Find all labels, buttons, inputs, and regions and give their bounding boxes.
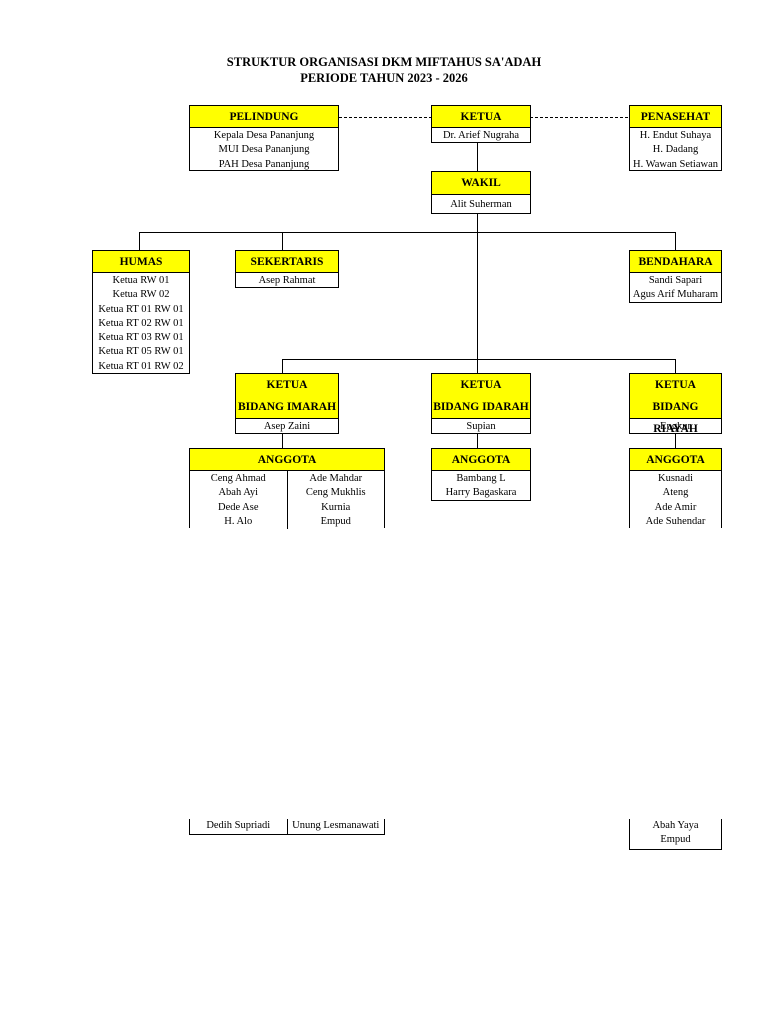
member-name: Asep Zaini [263,421,311,432]
member-name: Kusnadi [658,473,693,484]
member-name: Ketua RW 01 [112,275,170,286]
bidang-idarah-box: KETUA BIDANG IDARAH Supian [431,373,531,434]
bidang-imarah-head: Asep Zaini [236,419,338,434]
member-name: Ceng Mukhlis [305,487,366,499]
bidang-idarah-label-2: BIDANG IDARAH [433,401,529,413]
member-name: H. Dadang [652,144,699,156]
bidang-riayah-label-2: BIDANG RIAYAH [652,401,699,435]
member-name: Ketua RT 05 RW 01 [98,346,184,358]
penasehat-members: H. Endut Suhaya H. Dadang H. Wawan Setia… [630,128,721,172]
bidang-riayah-head: Engkur [630,419,721,434]
wakil-box: WAKIL Alit Suherman [431,171,531,214]
pelindung-header: PELINDUNG [190,106,338,128]
ketua-members: Dr. Arief Nugraha [432,128,530,143]
anggota-riayah-header: ANGGOTA [630,449,721,471]
chart-title-line2: PERIODE TAHUN 2023 - 2026 [300,71,468,85]
ketua-header: KETUA [432,106,530,128]
anggota-imarah-col2: Ade Mahdar Ceng Mukhlis Kurnia Empud [286,471,385,529]
bidang-idarah-label-1: KETUA [460,379,502,391]
bidang-imarah-box: KETUA BIDANG IMARAH Asep Zaini [235,373,339,434]
anggota-imarah-members: Ceng Ahmad Abah Ayi Dede Ase H. Alo Ade … [190,471,384,529]
member-name: Ketua RT 03 RW 01 [98,332,184,344]
bendahara-members: Sandi Sapari Agus Arif Muharam [630,273,721,303]
member-name: Kepala Desa Pananjung [213,130,315,141]
bidang-imarah-label-1: KETUA [266,379,308,391]
member-name: Ketua RW 02 [112,289,170,301]
member-name: Dede Ase [217,501,259,513]
member-name: Supian [466,421,496,432]
wakil-members: Alit Suherman [432,195,530,212]
wakil-header: WAKIL [432,172,530,195]
member-name: Ketua RT 02 RW 01 [98,317,184,329]
member-name: Asep Rahmat [258,275,316,286]
bidang-riayah-header: KETUA BIDANG RIAYAH [630,374,721,435]
member-name: Unung Lesmanawati [292,820,380,831]
member-name: Dedih Supriadi [190,819,288,834]
humas-members: Ketua RW 01 Ketua RW 02 Ketua RT 01 RW 0… [93,273,189,374]
member-name: Agus Arif Muharam [632,289,719,301]
pelindung-members: Kepala Desa Pananjung MUI Desa Pananjung… [190,128,338,172]
sekertaris-box: SEKERTARIS Asep Rahmat [235,250,339,288]
penasehat-box: PENASEHAT H. Endut Suhaya H. Dadang H. W… [629,105,722,171]
member-name: Engkur [660,421,691,432]
bidang-riayah-label-1: KETUA [655,379,696,391]
anggota-riayah-continued: Abah Yaya Empud [629,819,722,850]
chart-title-line1: STRUKTUR ORGANISASI DKM MIFTAHUS SA'ADAH [226,55,542,69]
member-name: PAH Desa Pananjung [218,158,310,170]
member-name: Ateng [662,487,689,499]
anggota-imarah-continued: Dedih Supriadi Unung Lesmanawati [189,819,385,835]
member-name: H. Wawan Setiawan [633,158,718,170]
bidang-idarah-head: Supian [432,419,530,434]
ketua-box: KETUA Dr. Arief Nugraha [431,105,531,143]
member-name: Harry Bagaskara [445,487,517,499]
anggota-riayah-box: ANGGOTA Kusnadi Ateng Ade Amir Ade Suhen… [629,448,722,528]
anggota-imarah-col1: Ceng Ahmad Abah Ayi Dede Ase H. Alo [190,471,287,529]
anggota-imarah-box: ANGGOTA Ceng Ahmad Abah Ayi Dede Ase H. … [189,448,385,529]
sekertaris-header: SEKERTARIS [236,251,338,273]
member-name: Ade Suhendar [645,515,706,527]
bidang-imarah-label-2: BIDANG IMARAH [237,401,337,413]
humas-box: HUMAS Ketua RW 01 Ketua RW 02 Ketua RT 0… [92,250,190,374]
member-name: Sandi Sapari [648,275,703,286]
member-name: Ade Amir [654,501,697,513]
member-name: Ketua RT 01 RW 01 [98,303,184,315]
penasehat-header: PENASEHAT [630,106,721,128]
member-name: Ketua RT 01 RW 02 [98,360,184,372]
bendahara-header: BENDAHARA [630,251,721,273]
anggota-riayah-members: Kusnadi Ateng Ade Amir Ade Suhendar [630,471,721,529]
bidang-imarah-header: KETUA BIDANG IMARAH [236,374,338,419]
anggota-idarah-header: ANGGOTA [432,449,530,471]
member-name: Kurnia [321,501,351,513]
member-name: Empud [660,834,691,846]
member-name: Empud [320,515,351,527]
sekertaris-members: Asep Rahmat [236,273,338,288]
member-name: Alit Suherman [450,199,512,210]
member-name: Ade Mahdar [309,473,363,484]
anggota-imarah-header: ANGGOTA [190,449,384,471]
bendahara-box: BENDAHARA Sandi Sapari Agus Arif Muharam [629,250,722,303]
member-name: H. Alo [224,515,253,527]
pelindung-box: PELINDUNG Kepala Desa Pananjung MUI Desa… [189,105,339,171]
anggota-idarah-members: Bambang L Harry Bagaskara [432,471,530,501]
member-name: H. Endut Suhaya [639,130,712,141]
bidang-riayah-box: KETUA BIDANG RIAYAH Engkur [629,373,722,435]
anggota-idarah-box: ANGGOTA Bambang L Harry Bagaskara [431,448,531,501]
member-name: Bambang L [456,473,506,484]
member-name: MUI Desa Pananjung [218,144,310,156]
member-name: Abah Ayi [218,487,259,499]
bidang-idarah-header: KETUA BIDANG IDARAH [432,374,530,419]
member-name: Ceng Ahmad [210,473,266,484]
member-name: Dr. Arief Nugraha [442,130,520,141]
humas-header: HUMAS [93,251,189,273]
member-name: Abah Yaya [652,820,699,831]
